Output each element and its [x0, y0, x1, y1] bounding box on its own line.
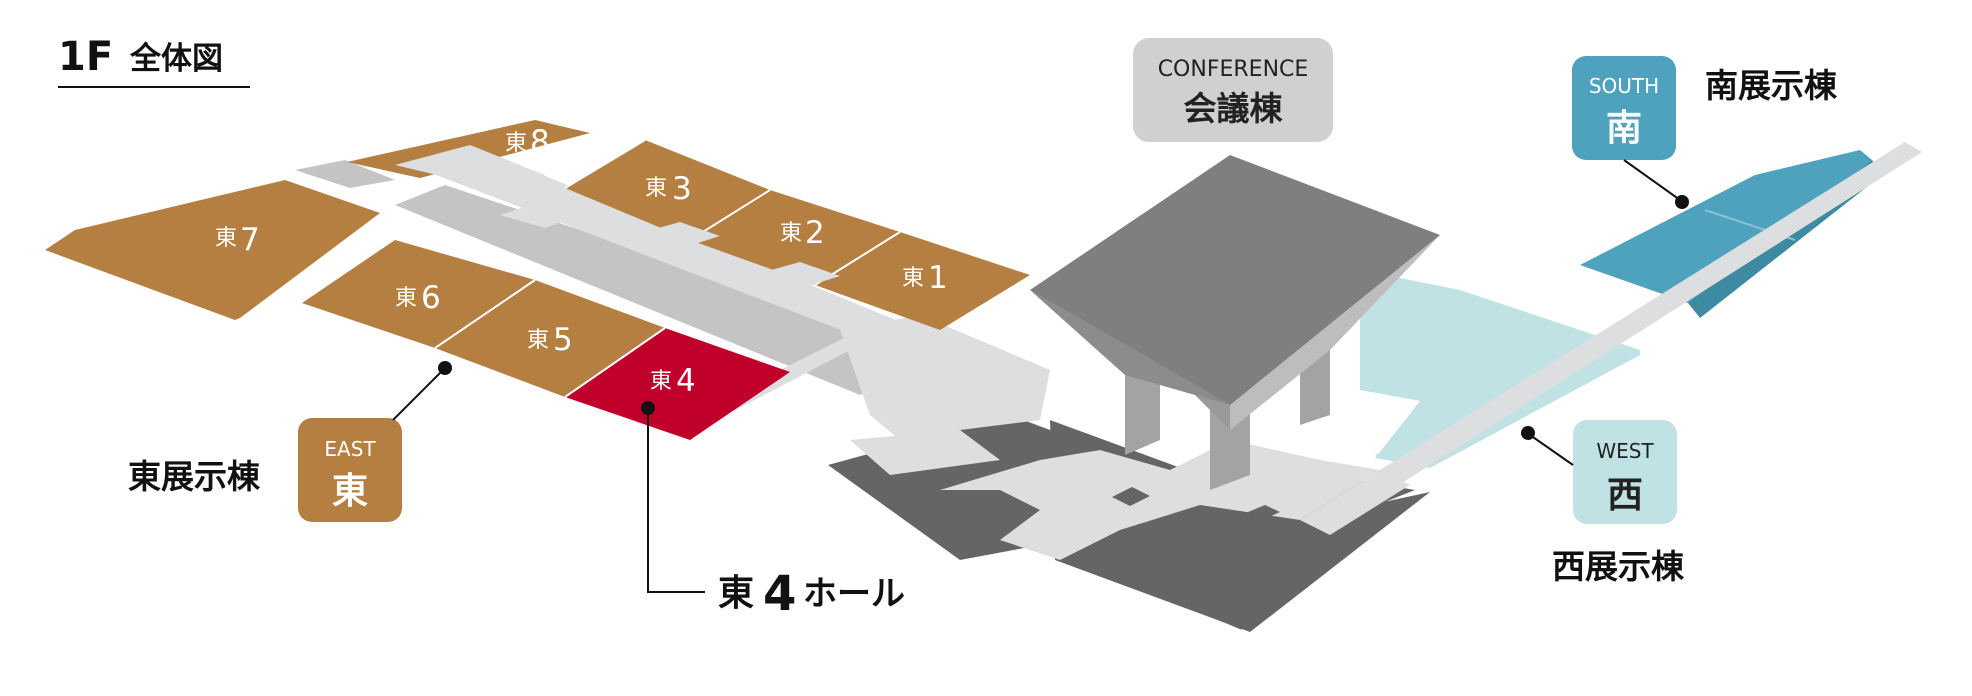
- hall-label-east-3: 3: [672, 171, 692, 207]
- east-jp: 東: [332, 471, 368, 512]
- highlight-suffix: ホール: [803, 574, 905, 614]
- west-badge: WEST 西: [1573, 420, 1677, 524]
- svg-text:東: 東: [645, 176, 667, 201]
- hall-east-7[interactable]: [45, 180, 380, 320]
- east-leader-dot: [438, 361, 452, 375]
- bridge-2: [500, 195, 600, 228]
- east-leader-line: [392, 369, 444, 421]
- hall-east-3[interactable]: [565, 140, 770, 240]
- corridor-gray-west[interactable]: [295, 160, 395, 188]
- hall-label-east-5: 5: [553, 322, 573, 358]
- west-leader-dot: [1521, 426, 1535, 440]
- south-leader-line: [1623, 159, 1681, 201]
- bridge-3: [615, 222, 720, 255]
- south-leader-dot: [1675, 195, 1689, 209]
- conference-jp: 会議棟: [1184, 89, 1284, 128]
- bridge-1: [395, 145, 545, 190]
- conference-building: [1030, 155, 1440, 490]
- svg-text:東: 東: [902, 266, 924, 291]
- svg-text:東: 東: [780, 221, 802, 246]
- floor-number: 1F: [58, 34, 113, 80]
- svg-text:東: 東: [395, 286, 417, 311]
- svg-text:東: 東: [650, 369, 672, 394]
- hall-label-east-7: 7: [240, 222, 260, 258]
- hall-east-1[interactable]: [815, 232, 1030, 330]
- title-text: 全体図: [129, 41, 223, 77]
- south-hall[interactable]: [1580, 150, 1872, 303]
- south-en: SOUTH: [1589, 74, 1659, 98]
- bridge-4: [735, 262, 840, 295]
- corridor-plaza[interactable]: [940, 440, 1380, 560]
- west-jp: 西: [1607, 475, 1643, 516]
- map-title: 1F 全体図: [58, 34, 250, 88]
- conference-en: CONFERENCE: [1158, 57, 1309, 82]
- south-building: [1380, 142, 1922, 483]
- east-building: [45, 120, 1030, 440]
- south-caption: 南展示棟: [1705, 66, 1838, 105]
- svg-text:東: 東: [505, 131, 527, 156]
- east-caption: 東展示棟: [128, 457, 261, 496]
- hall-east-4-highlighted[interactable]: [565, 328, 790, 440]
- hall-label-east-4: 4: [676, 363, 696, 399]
- highlight-leader-line: [647, 408, 705, 593]
- corridor-gray-main[interactable]: [395, 185, 940, 395]
- plaza-marker: [1112, 487, 1150, 506]
- conference-leg-left: [1125, 360, 1160, 455]
- highlight-callout: 東 4 ホール: [641, 401, 905, 622]
- corridor-plaza-east[interactable]: [1300, 470, 1410, 535]
- highlight-number: 4: [763, 566, 796, 622]
- east-en: EAST: [324, 437, 376, 461]
- conference-badge: CONFERENCE 会議棟: [1133, 38, 1333, 142]
- west-leader-line: [1529, 434, 1574, 466]
- hall-label-east-6: 6: [421, 280, 441, 316]
- west-en: WEST: [1596, 439, 1654, 463]
- corridor-lower-left[interactable]: [850, 430, 1000, 475]
- svg-text:東: 東: [527, 328, 549, 353]
- west-caption: 西展示棟: [1552, 547, 1685, 586]
- hall-east-6[interactable]: [302, 240, 535, 348]
- hall-label-east-1: 1: [928, 260, 948, 296]
- hall-label-east-2: 2: [805, 215, 825, 251]
- south-walkway[interactable]: [1380, 142, 1922, 483]
- plaza-marker: [1248, 505, 1280, 520]
- hall-east-2[interactable]: [690, 190, 900, 285]
- hall-label-east-8: 8: [530, 124, 550, 160]
- highlight-prefix: 東: [718, 573, 754, 614]
- east-badge: EAST 東: [298, 418, 402, 522]
- hall-labels: 東 8 東 7 東 3 東 2 東 1 東 6 東 5 東 4: [215, 124, 948, 399]
- conference-roof[interactable]: [1030, 155, 1440, 405]
- south-jp: 南: [1606, 108, 1642, 149]
- plaza-markers: [1112, 487, 1280, 520]
- corridor-hub[interactable]: [840, 315, 1050, 440]
- south-badge: SOUTH 南: [1572, 56, 1676, 160]
- svg-text:東: 東: [215, 226, 237, 251]
